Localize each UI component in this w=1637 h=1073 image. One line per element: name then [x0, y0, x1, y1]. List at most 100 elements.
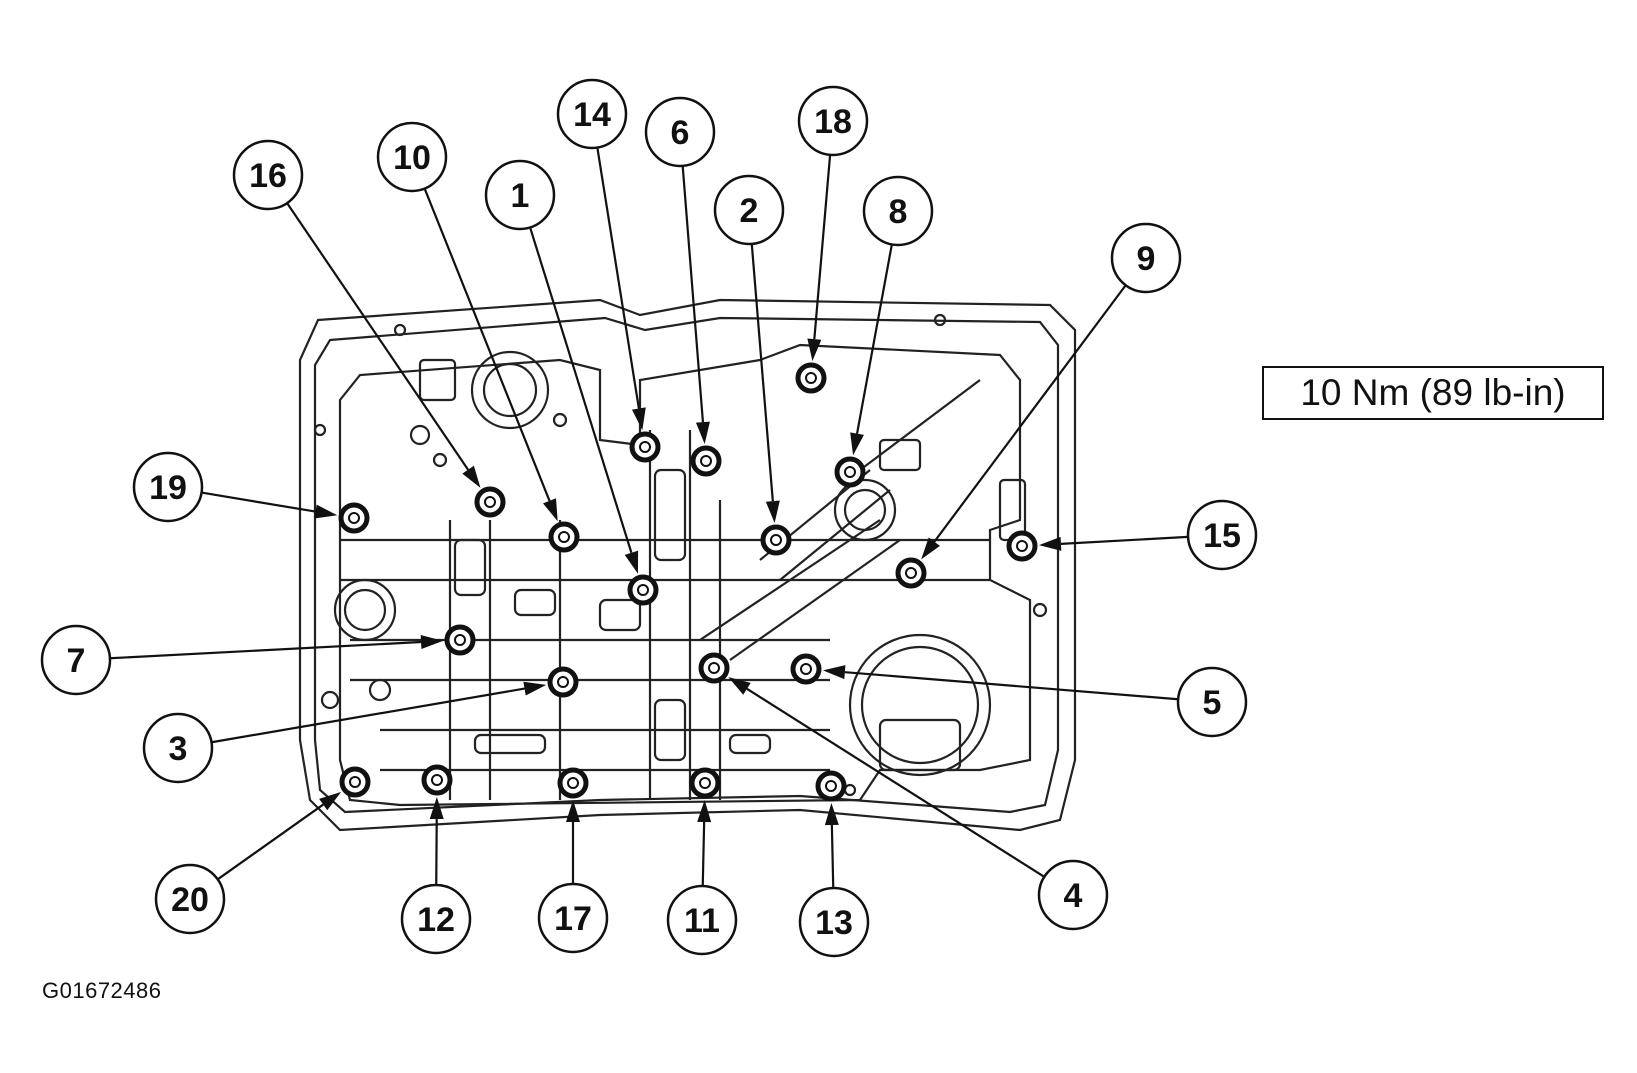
callout-circle — [232, 139, 304, 211]
callout-number: 10 — [393, 139, 431, 177]
bolt-center-14 — [639, 441, 651, 453]
arrowhead-8 — [850, 432, 864, 456]
callout-12: 12 — [400, 883, 472, 955]
leader-line-4 — [746, 687, 1045, 878]
leader-line-16 — [286, 202, 470, 471]
arrowhead-20 — [319, 791, 342, 811]
leader-line-8 — [855, 244, 893, 434]
arrowhead-5 — [822, 665, 846, 680]
callout-circle — [484, 159, 556, 231]
bolt-center-6 — [700, 455, 712, 467]
callout-number: 9 — [1137, 240, 1156, 278]
bolt-center-8 — [844, 466, 856, 478]
callout-number: 19 — [149, 469, 187, 507]
callout-15: 15 — [1186, 499, 1258, 571]
callout-1: 1 — [484, 159, 556, 231]
bolt-center-12 — [431, 774, 443, 786]
torque-spec-label: 10 Nm (89 lb-in) — [1262, 366, 1604, 420]
callout-circle — [862, 175, 934, 247]
bolt-center-3 — [557, 676, 569, 688]
bolt-center-7 — [454, 634, 466, 646]
bolt-center-19 — [348, 512, 360, 524]
leader-line-10 — [423, 188, 551, 502]
callout-circle — [132, 451, 204, 523]
callout-circle — [797, 85, 869, 157]
torque-spec-text: 10 Nm (89 lb-in) — [1300, 372, 1566, 413]
callout-circle — [1037, 859, 1109, 931]
arrowhead-15 — [1038, 536, 1062, 551]
callout-number: 4 — [1064, 877, 1083, 915]
callout-circle — [154, 863, 226, 935]
arrowhead-17 — [566, 800, 580, 822]
callout-number: 3 — [169, 730, 188, 768]
callout-number: 12 — [417, 901, 455, 939]
callout-circle — [537, 882, 609, 954]
bolt-center-10 — [558, 531, 570, 543]
arrowhead-6 — [695, 421, 710, 445]
leader-line-3 — [211, 687, 525, 744]
arrowhead-18 — [807, 338, 822, 362]
callout-9: 9 — [1110, 222, 1182, 294]
arrowhead-2 — [765, 500, 780, 524]
bolt-center-1 — [637, 584, 649, 596]
bolt-group — [338, 362, 1038, 802]
leader-line-5 — [844, 671, 1179, 701]
callout-circle — [400, 883, 472, 955]
leader-line-13 — [830, 824, 835, 889]
callout-4: 4 — [1037, 859, 1109, 931]
leader-line-6 — [681, 165, 705, 423]
arrowhead-9 — [921, 537, 940, 560]
callout-circle — [666, 884, 738, 956]
arrowhead-16 — [462, 465, 481, 488]
callout-2: 2 — [713, 174, 785, 246]
arrowhead-14 — [631, 407, 646, 431]
callout-number: 2 — [740, 192, 759, 230]
leader-line-18 — [813, 154, 832, 340]
callout-number: 5 — [1203, 684, 1222, 722]
leader-line-20 — [217, 803, 324, 881]
callout-17: 17 — [537, 882, 609, 954]
callout-number: 7 — [67, 642, 86, 680]
arrowhead-group — [314, 338, 1062, 826]
callout-circle — [142, 712, 214, 784]
callout-number: 1 — [511, 177, 530, 215]
valve-body-outline — [298, 298, 1077, 832]
bolt-center-2 — [770, 534, 782, 546]
arrowhead-11 — [697, 799, 712, 823]
callout-16: 16 — [232, 139, 304, 211]
callout-circle — [713, 174, 785, 246]
leader-line-1 — [529, 227, 633, 554]
callout-circle — [798, 886, 870, 958]
callout-number: 20 — [171, 881, 209, 919]
arrowhead-13 — [824, 802, 839, 826]
callout-number: 11 — [684, 902, 720, 940]
leader-line-15 — [1060, 535, 1189, 545]
callout-3: 3 — [142, 712, 214, 784]
arrowhead-1 — [624, 550, 639, 574]
callout-20: 20 — [154, 863, 226, 935]
arrowhead-10 — [543, 498, 558, 522]
callout-circle — [644, 96, 716, 168]
bolt-center-5 — [800, 663, 812, 675]
callout-number: 8 — [889, 193, 908, 231]
callout-14: 14 — [556, 78, 628, 150]
bolt-center-17 — [567, 777, 579, 789]
callout-number: 18 — [814, 103, 852, 141]
callout-13: 13 — [798, 886, 870, 958]
callout-circle — [1176, 666, 1248, 738]
bolt-center-13 — [825, 780, 837, 792]
figure-id: G01672486 — [42, 978, 162, 1003]
leader-line-9 — [933, 284, 1127, 543]
callout-number: 17 — [554, 900, 592, 938]
callout-10: 10 — [376, 121, 448, 193]
arrowhead-19 — [314, 504, 338, 519]
leader-line-2 — [750, 243, 774, 502]
bolt-center-4 — [708, 662, 720, 674]
callout-11: 11 — [666, 884, 738, 956]
leader-line-19 — [201, 491, 316, 513]
leader-line-14 — [596, 147, 640, 409]
callout-circle — [376, 121, 448, 193]
arrowhead-3 — [523, 681, 547, 696]
callout-number: 13 — [815, 904, 853, 942]
